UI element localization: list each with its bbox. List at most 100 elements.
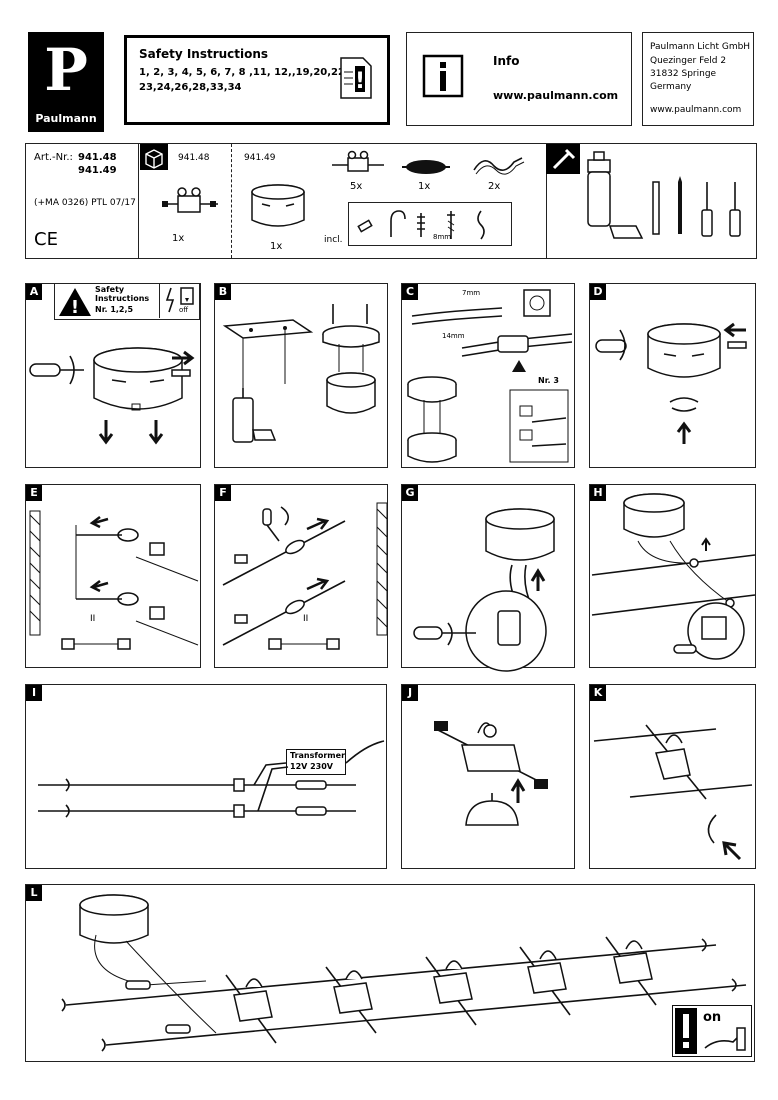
accessories-icons [357,210,485,240]
step-b-label: B [215,284,231,300]
step-g-drawing [413,508,555,672]
address-url[interactable]: www.paulmann.com [650,105,742,115]
switch-hand-icon [704,1027,746,1051]
ma-code: (+MA 0326) PTL 07/17 [34,198,136,208]
step-c-label: C [402,284,418,300]
step-i-label: I [26,685,42,701]
step-a-safety-title: Safety Instructions [95,285,150,303]
info-title: Info [493,54,520,68]
paulmann-logo: P Paulmann [28,32,104,132]
address-company: Paulmann Licht GmbH [650,42,751,52]
step-b-panel: B [214,283,388,468]
step-g-panel: G [401,484,575,672]
cable-coil-icon [402,160,450,174]
power-off-icon [165,287,194,313]
art-number-2: 941.49 [78,165,117,176]
step-j-panel: J [401,684,575,869]
step-f-drawing [222,502,388,650]
step-e-label: E [26,485,42,501]
drill-bits-icon [652,176,741,237]
transformer-voltage: 12V 230V [290,762,333,771]
step-l-drawing [61,894,747,1052]
step-c-dim1: 7mm [462,289,481,297]
svg-text:!: ! [355,69,365,94]
brand-name: Paulmann [35,112,97,125]
safety-title: Safety Instructions [139,47,269,61]
step-k-panel: K [589,684,756,869]
ce-mark: CE [34,229,58,250]
step-d-label: D [590,284,606,300]
address-city: 31832 Springe [650,69,717,79]
package-icon [140,144,168,170]
step-a-off: off [179,306,189,314]
step-a-panel: A ! Safety Instructions Nr. 1,2,5 off [25,283,201,468]
step-g-label: G [402,485,418,501]
step-f-panel: F II [214,484,388,668]
switch-on-box: on [672,1005,752,1057]
step-c-dim2: 14mm [442,332,465,340]
step-a-safety-nr: Nr. 1,2,5 [95,305,134,314]
box1-art: 941.48 [178,153,210,163]
parts-list: Art.-Nr.: 941.48 941.49 (+MA 0326) PTL 0… [25,143,757,259]
info-url[interactable]: www.paulmann.com [493,89,619,102]
wire-hook-icon [473,157,525,175]
step-f-mark: II [303,614,309,624]
step-l-label: L [26,885,42,901]
address-street: Quezinger Feld 2 [650,56,727,66]
info-icon [422,54,464,98]
connector-5x-icon [332,150,384,172]
info-box: Info www.paulmann.com [406,32,632,126]
step-c-panel: C 7mm 14mm Nr. 3 [401,283,575,468]
step-f-label: F [215,485,231,501]
step-l-panel: L on [25,884,755,1062]
box1-qty: 1x [172,233,185,244]
step-j-drawing [434,721,548,826]
step-i-panel: I Transformer 12V 230V [25,684,387,869]
step-h-drawing [591,493,756,660]
step-d-panel: D [589,283,756,468]
box2-qty: 1x [270,241,283,252]
step-h-panel: H [589,484,756,668]
incl-label: incl. [324,235,343,245]
step-c-drawing [407,289,573,463]
warning-triangle-icon: ! [59,288,91,318]
step-a-drawing [29,347,195,445]
transformer-box: Transformer 12V 230V [286,749,346,775]
step-e-drawing [29,510,199,650]
step-e-panel: E II [25,484,201,668]
document-warning-icon: ! [340,57,372,99]
step-e-mark: II [90,614,96,624]
art-number-label: Art.-Nr.: [34,152,73,163]
canopy-icon [251,184,305,227]
safety-numbers-2: 23,24,26,28,33,34 [139,82,242,93]
step-k-drawing [593,724,753,861]
qty-2x: 2x [488,181,501,192]
step-c-nr: Nr. 3 [538,376,559,385]
transformer-label: Transformer [290,751,346,760]
screw-size: 8mm [433,233,452,241]
accessories-box: 8mm [348,202,512,246]
cross-connector-icon [162,187,218,213]
step-a-label: A [26,284,42,300]
safety-instructions-box: Safety Instructions 1, 2, 3, 4, 5, 6, 7,… [124,35,390,125]
step-i-drawing [38,740,385,818]
attention-icon [675,1008,697,1054]
art-number-1: 941.48 [78,152,117,163]
step-j-label: J [402,685,418,701]
box2-art: 941.49 [244,153,276,163]
tools-icon [546,144,580,174]
qty-5x: 5x [350,181,363,192]
step-k-label: K [590,685,606,701]
step-d-drawing [595,322,747,444]
qty-1x: 1x [418,181,431,192]
switch-on-label: on [703,1010,722,1025]
safety-numbers-1: 1, 2, 3, 4, 5, 6, 7, 8 ,11, 12,,19,20,22… [139,67,349,78]
address-box: Paulmann Licht GmbH Quezinger Feld 2 318… [642,32,754,126]
address-country: Germany [650,82,692,92]
logo-letter: P [44,36,88,104]
step-h-label: H [590,485,606,501]
safety-warning-block: ! Safety Instructions Nr. 1,2,5 off [54,284,200,320]
svg-text:!: ! [71,297,79,318]
step-b-drawing [222,304,380,443]
drill-icon [587,151,644,239]
